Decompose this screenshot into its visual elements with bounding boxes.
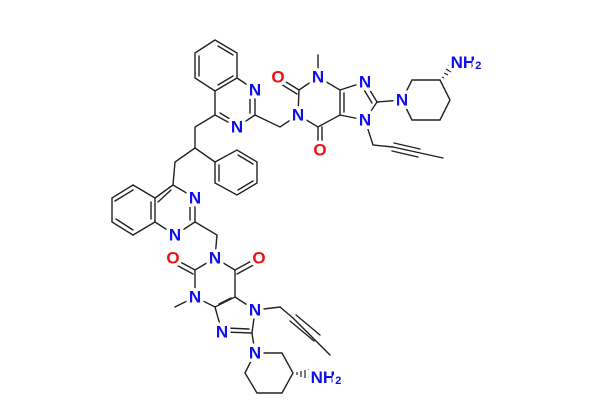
atom-n: N — [249, 81, 261, 100]
atom-n: N — [189, 189, 201, 208]
atom-o: O — [166, 249, 179, 268]
amino-group: NH2 — [311, 368, 342, 388]
atom-n: N — [249, 344, 261, 363]
atom-n: N — [189, 288, 201, 307]
atom-n: N — [312, 68, 324, 87]
atom-n: N — [359, 73, 371, 92]
atom-labels: N N N N O O N N N N N NH2 O O N N N N N … — [163, 49, 485, 391]
atom-n: N — [169, 226, 181, 245]
atom-n: N — [359, 111, 371, 130]
bonds — [111, 39, 455, 394]
atom-o: O — [271, 68, 284, 87]
atom-o: O — [252, 249, 265, 268]
amino-group: NH2 — [451, 53, 482, 73]
atom-n: N — [292, 106, 304, 125]
atom-n: N — [209, 249, 221, 268]
atom-o: O — [313, 141, 326, 160]
atom-n: N — [216, 323, 228, 342]
atom-n: N — [231, 118, 243, 137]
atom-n: N — [396, 91, 408, 110]
atom-n: N — [249, 301, 261, 320]
